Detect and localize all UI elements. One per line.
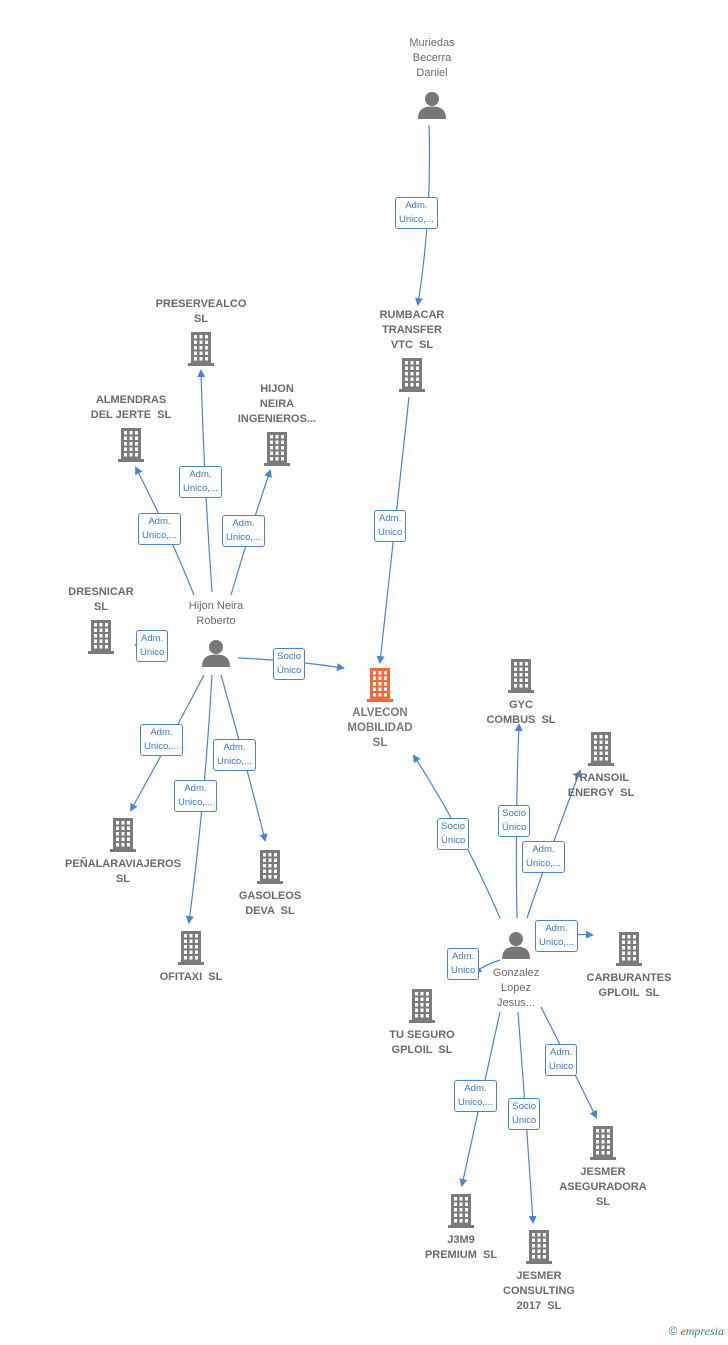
building-icon bbox=[110, 818, 136, 852]
node-label-ofitaxi-sl[interactable]: OFITAXI SL bbox=[159, 971, 223, 983]
company-node-dresnicar[interactable] bbox=[87, 620, 115, 659]
relation-label-gonzalez-gyc[interactable]: Socio Único bbox=[498, 805, 531, 837]
building-icon bbox=[118, 428, 144, 462]
node-label-jesmer[interactable]: JESMER ASEGURADORA SL bbox=[559, 1166, 647, 1208]
company-node-hijon[interactable] bbox=[263, 432, 291, 471]
building-icon bbox=[367, 668, 393, 702]
empresia-brand[interactable]: ©empresia bbox=[669, 1324, 724, 1339]
node-label-jesmer[interactable]: JESMER CONSULTING 2017 SL bbox=[503, 1270, 575, 1312]
brand-name: mpresia bbox=[685, 1324, 724, 1338]
relation-label-gonzalez-alvecon[interactable]: Socio Único bbox=[437, 818, 470, 850]
brand-initial: e bbox=[680, 1324, 686, 1338]
building-icon bbox=[178, 931, 204, 965]
person-node-gonzalez[interactable] bbox=[501, 931, 531, 964]
node-label-gyc[interactable]: GYC COMBUS SL bbox=[486, 699, 556, 726]
company-node-almendras[interactable] bbox=[117, 428, 145, 467]
company-node-gasoleos[interactable] bbox=[256, 850, 284, 889]
company-node-tu-seguro[interactable] bbox=[408, 989, 436, 1028]
relation-label-gonzalez-tuseguro[interactable]: Adm. Unico bbox=[447, 948, 480, 980]
relation-label-gonzalez-j3m9[interactable]: Adm. Unico,... bbox=[454, 1080, 497, 1112]
node-label-preservealco[interactable]: PRESERVEALCO SL bbox=[155, 298, 247, 325]
relation-label-hijon-ofitaxi[interactable]: Adm. Unico,... bbox=[174, 780, 217, 812]
node-label-carburantes[interactable]: CARBURANTES GPLOIL SL bbox=[586, 972, 672, 999]
relation-label-gonzalez-jesmerase[interactable]: Adm. Unico bbox=[545, 1044, 578, 1076]
company-node-transoil[interactable] bbox=[587, 732, 615, 771]
node-label-gasoleos[interactable]: GASOLEOS DEVA SL bbox=[238, 890, 302, 917]
person-node-hijon-neira[interactable] bbox=[201, 639, 231, 672]
relation-label-rumbacar-alvecon[interactable]: Adm. Unico bbox=[374, 510, 407, 542]
company-node-carburantes[interactable] bbox=[615, 932, 643, 971]
company-node-preservealco[interactable] bbox=[187, 332, 215, 371]
relation-label-gonzalez-carburantes[interactable]: Adm. Unico,... bbox=[535, 920, 578, 952]
building-icon bbox=[264, 432, 290, 466]
relation-label-gonzalez-transoil[interactable]: Adm. Unico,... bbox=[522, 841, 565, 873]
node-label-gonzalez[interactable]: Gonzalez Lopez Jesus... bbox=[492, 967, 540, 1009]
relation-label-hijon-gasoleos[interactable]: Adm. Unico,... bbox=[213, 739, 256, 771]
node-label-rumbacar[interactable]: RUMBACAR TRANSFER VTC SL bbox=[379, 309, 445, 351]
node-label-alvecon[interactable]: ALVECON MOBILIDAD SL bbox=[347, 707, 413, 749]
building-icon bbox=[526, 1230, 552, 1264]
person-icon bbox=[502, 932, 530, 959]
company-node-ofitaxi-sl[interactable] bbox=[177, 931, 205, 970]
relation-label-hijon-preservealco[interactable]: Adm. Unico,... bbox=[179, 466, 222, 498]
copyright-icon: © bbox=[668, 1324, 678, 1338]
company-node-gyc[interactable] bbox=[507, 659, 535, 698]
relation-label-gonzalez-jesmercons[interactable]: Socio Único bbox=[508, 1098, 541, 1130]
relation-label-muriedas-rumbacar[interactable]: Adm. Unico,... bbox=[395, 197, 438, 229]
node-label-transoil[interactable]: TRANSOIL ENERGY SL bbox=[567, 772, 635, 799]
company-node-jesmer[interactable] bbox=[589, 1126, 617, 1165]
building-icon bbox=[508, 659, 534, 693]
person-icon bbox=[202, 640, 230, 667]
building-icon bbox=[588, 732, 614, 766]
relation-label-hijon-almendras[interactable]: Adm. Unico,... bbox=[138, 513, 181, 545]
person-icon bbox=[418, 92, 446, 119]
company-node-jesmer[interactable] bbox=[525, 1230, 553, 1269]
node-label-dresnicar[interactable]: DRESNICAR SL bbox=[68, 586, 134, 613]
relation-label-hijon-hijonneiraing[interactable]: Adm. Unico,... bbox=[222, 515, 265, 547]
node-label-hijon[interactable]: HIJON NEIRA INGENIEROS... bbox=[237, 383, 317, 425]
person-node-muriedas[interactable] bbox=[417, 91, 447, 124]
node-label-pe-alaraviajeros[interactable]: PEÑALARAVIAJEROS SL bbox=[65, 858, 181, 885]
node-label-tu-seguro[interactable]: TU SEGURO GPLOIL SL bbox=[389, 1029, 455, 1056]
relation-label-hijon-alvecon[interactable]: Socio Único bbox=[273, 648, 306, 680]
company-node-alvecon[interactable] bbox=[366, 668, 394, 707]
company-node-j3m9[interactable] bbox=[447, 1194, 475, 1233]
node-label-j3m9[interactable]: J3M9 PREMIUM SL bbox=[424, 1234, 498, 1261]
building-icon bbox=[616, 932, 642, 966]
building-icon bbox=[257, 850, 283, 884]
company-node-pe-alaraviajeros[interactable] bbox=[109, 818, 137, 857]
building-icon bbox=[409, 989, 435, 1023]
building-icon bbox=[88, 620, 114, 654]
node-label-hijon-neira[interactable]: Hijon Neira Roberto bbox=[188, 600, 244, 627]
relation-label-hijon-dresnicar[interactable]: Adm. Unico bbox=[136, 630, 169, 662]
company-node-rumbacar[interactable] bbox=[398, 358, 426, 397]
building-icon bbox=[399, 358, 425, 392]
building-icon bbox=[448, 1194, 474, 1228]
building-icon bbox=[188, 332, 214, 366]
node-label-almendras[interactable]: ALMENDRAS DEL JERTE SL bbox=[90, 394, 172, 421]
building-icon bbox=[590, 1126, 616, 1160]
relation-label-hijon-penalara[interactable]: Adm. Unico,... bbox=[140, 724, 183, 756]
node-label-muriedas[interactable]: Muriedas Becerra Daniel bbox=[409, 37, 455, 79]
